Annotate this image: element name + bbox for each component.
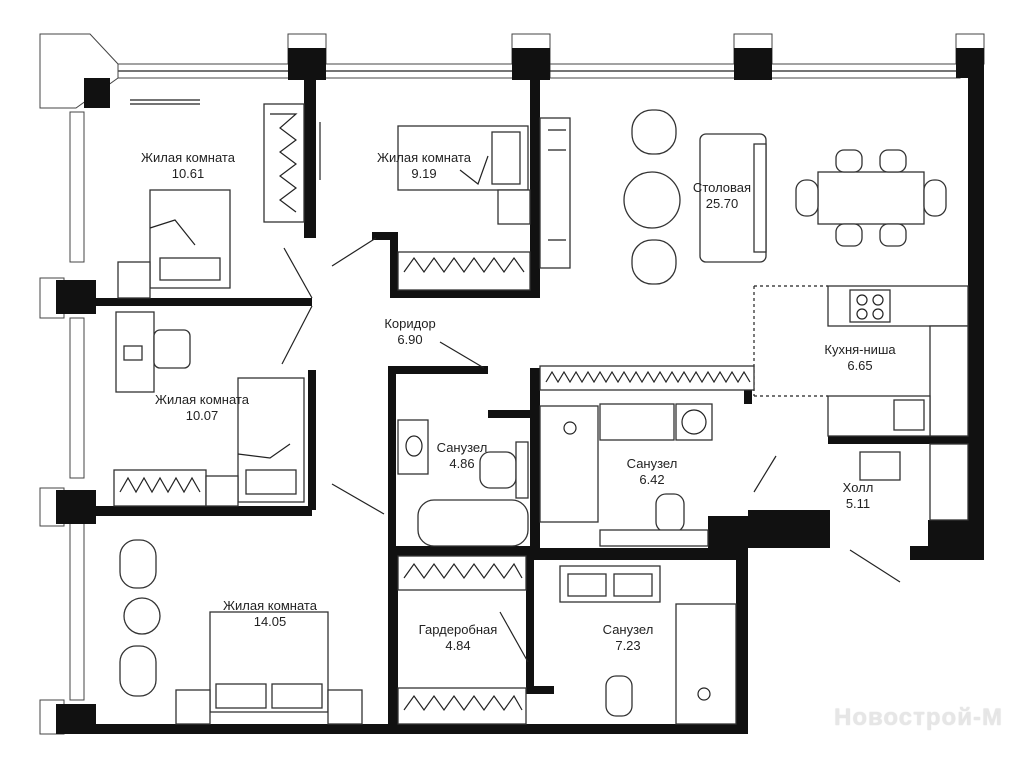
walls <box>56 48 984 734</box>
windows-left <box>39 111 85 735</box>
furniture <box>113 99 969 725</box>
watermark: Новострой-М <box>834 704 1003 731</box>
doors <box>281 122 901 663</box>
